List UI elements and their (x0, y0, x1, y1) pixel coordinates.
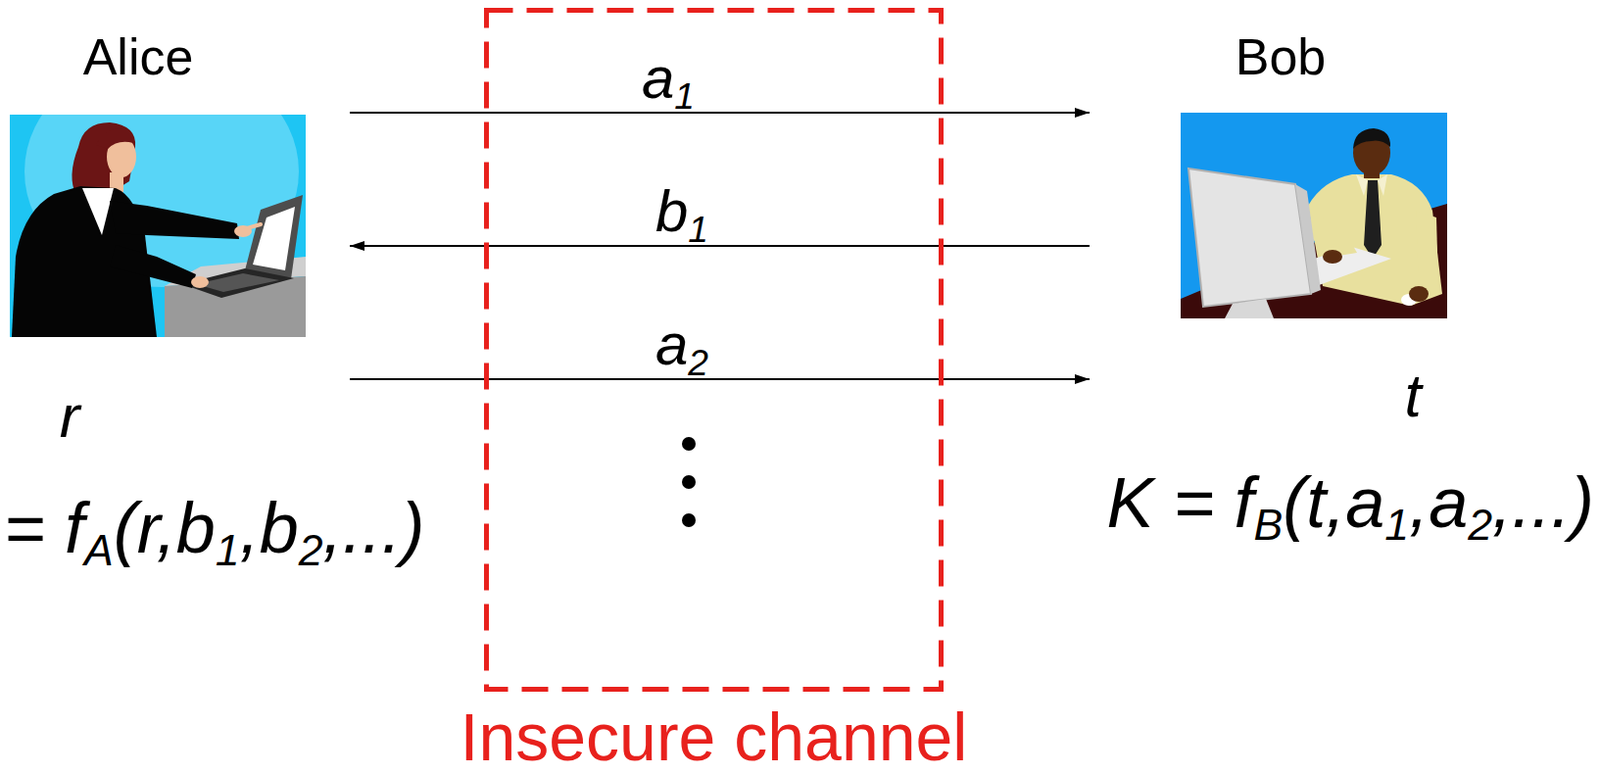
key-formula: K = fB(t,a1,a2,...) (1106, 467, 1595, 538)
math-run: ,...) (323, 488, 426, 568)
math-run: ,...) (1492, 463, 1595, 542)
laptop-screen (252, 206, 295, 271)
math-run: ,b (240, 488, 299, 568)
ellipsis-dot (681, 513, 696, 528)
secret-variable: r (59, 386, 81, 447)
subscript: A (84, 526, 114, 575)
collar (82, 188, 114, 236)
key-formula: = fA(r,b1,b2,...) (3, 492, 426, 564)
math-run: a (655, 311, 688, 378)
monitor-stand (1224, 298, 1274, 319)
bob-picture (1180, 112, 1448, 319)
channel-box: Insecure channel (484, 7, 944, 692)
tie (1363, 180, 1382, 259)
laptop-base (182, 268, 294, 298)
subscript: 2 (298, 526, 324, 575)
arm (109, 244, 196, 289)
subscript: B (1254, 500, 1284, 549)
alice-picture (9, 114, 306, 338)
person-name: Bob (1235, 31, 1327, 83)
dashed-border (486, 10, 942, 690)
message-arrow (349, 378, 1090, 381)
hair (1353, 128, 1391, 149)
math-run: b (655, 178, 688, 244)
math-run: a (641, 45, 675, 111)
picture-ground (1180, 112, 1448, 319)
math-run: K = f (1106, 463, 1254, 542)
message-arrow (349, 244, 1090, 247)
shirt (1308, 174, 1443, 306)
subscript: 1 (674, 75, 695, 117)
arm (1308, 210, 1358, 257)
connector-group (349, 112, 1090, 380)
message-label: b1 (655, 182, 709, 242)
person-node: Alice (9, 27, 348, 338)
ellipsis-dot (681, 475, 696, 489)
finger (246, 224, 261, 229)
subscript: 1 (215, 526, 241, 575)
math-run: = f (3, 488, 85, 568)
person-node: Bob (1091, 27, 1451, 322)
arm (109, 200, 240, 240)
hand (1322, 249, 1343, 264)
hand (1408, 286, 1429, 302)
math-run: t (1404, 361, 1421, 430)
math-run: ,a (1408, 463, 1468, 542)
monitor-side (1295, 184, 1321, 294)
subscript: 2 (1467, 500, 1493, 549)
subscript: 2 (687, 341, 709, 384)
message-label: a1 (641, 48, 695, 108)
secret-variable: t (1404, 365, 1421, 427)
arm (1415, 210, 1439, 294)
math-run: (r,b (113, 488, 216, 568)
ellipsis-dot (681, 436, 696, 451)
monitor (1188, 168, 1311, 307)
hair (71, 122, 136, 196)
math-run: (t,a (1282, 463, 1385, 542)
hand (191, 276, 209, 289)
subscript: 1 (1384, 500, 1409, 549)
message-arrow (349, 111, 1090, 114)
channel-title: Insecure channel (460, 703, 969, 771)
message-label: a2 (655, 315, 709, 375)
dashed-outline (484, 7, 944, 692)
person-name: Alice (83, 31, 194, 83)
subscript: 1 (687, 208, 709, 250)
math-run: r (59, 382, 81, 450)
laptop-lid (244, 194, 303, 280)
hair-fringe (96, 128, 134, 149)
